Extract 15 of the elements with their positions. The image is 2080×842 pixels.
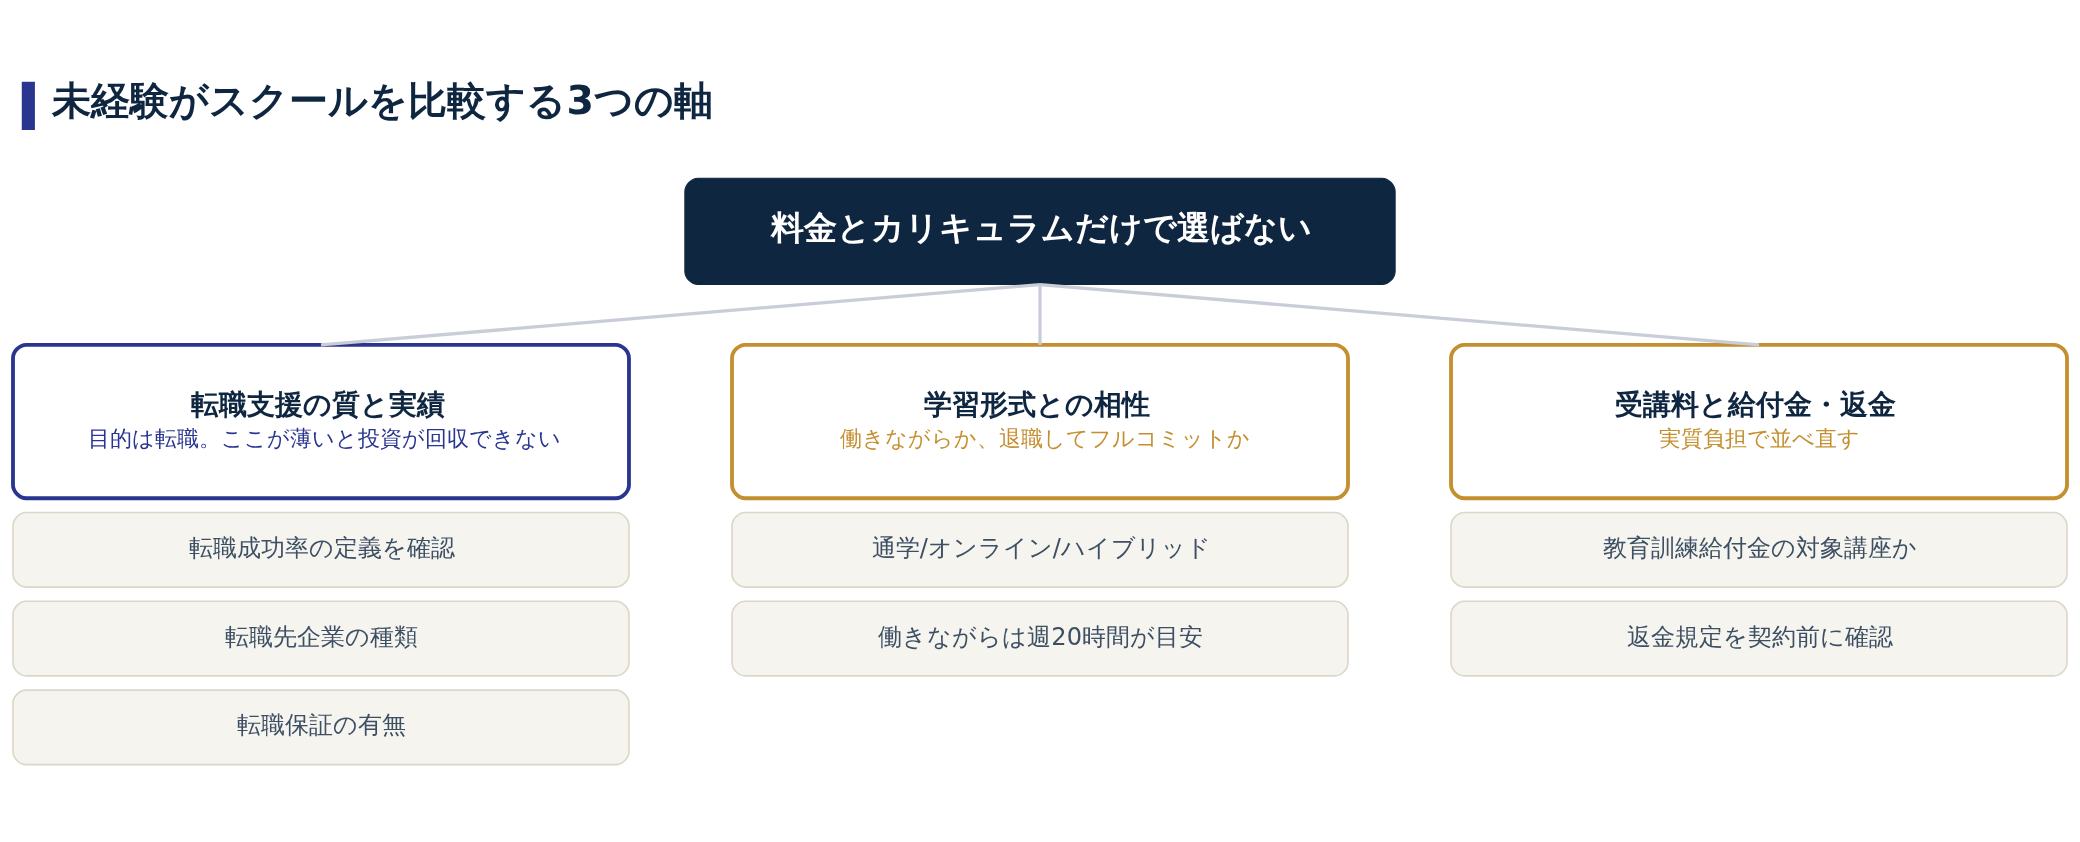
node-box: 働きながらは週20時間が目安: [731, 600, 1349, 677]
node-box: 学習形式との相性 働きながらか、退職してフルコミットか: [730, 342, 1350, 501]
node-box: 転職先企業の種類: [12, 600, 630, 677]
connector: [1039, 282, 1760, 347]
node-box: 転職保証の有無: [12, 689, 630, 766]
node-box: 転職支援の質と実績 目的は転職。ここが薄いと投資が回収できない: [11, 342, 631, 501]
node-box: 受講料と給付金・返金 実質負担で並べ直す: [1449, 342, 2069, 501]
connector: [1038, 284, 1042, 345]
node-box: 教育訓練給付金の対象講座か: [1450, 511, 2068, 588]
node-box: 料金とカリキュラムだけで選ばない: [684, 177, 1396, 286]
node-box: 通学/オンライン/ハイブリッド: [731, 511, 1349, 588]
node-box: 返金規定を契約前に確認: [1450, 600, 2068, 677]
connector: [320, 282, 1041, 347]
node-box: 転職成功率の定義を確認: [12, 511, 630, 588]
diagram-title: 未経験がスクールを比較する3つの軸: [52, 77, 713, 124]
